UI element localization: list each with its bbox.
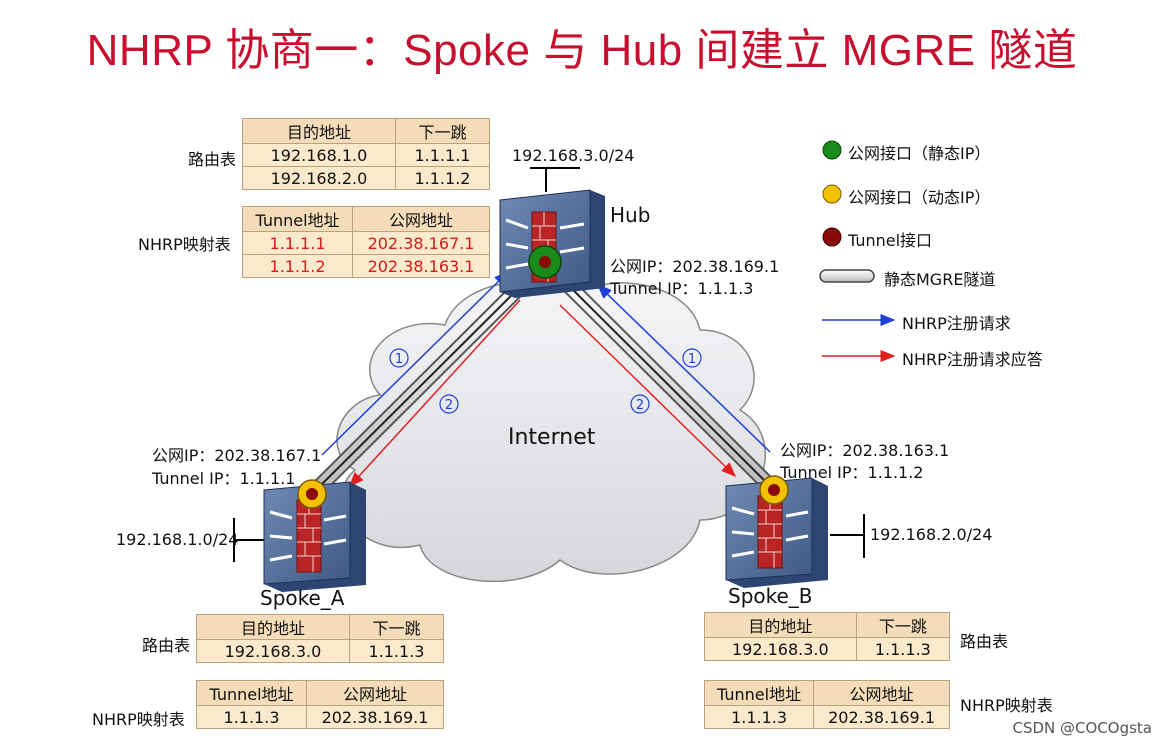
table-cell: 1.1.1.3 — [195, 705, 308, 729]
step-2-marker-b: 2 — [630, 394, 650, 414]
step-2-marker-a: 2 — [439, 394, 459, 414]
mgre-tunnel-hub-spoke-a — [304, 254, 553, 502]
table-header: 目的地址 — [704, 612, 857, 638]
table-header: Tunnel地址 — [703, 680, 815, 706]
spoke-b-subnet-label: 192.168.2.0/24 — [870, 525, 993, 544]
table-row: 1.1.1.3 202.38.169.1 — [195, 705, 444, 729]
mgre-tunnel-hub-spoke-b — [537, 254, 782, 498]
hub-nhrp-table-label: NHRP映射表 — [138, 235, 231, 254]
table-header: 目的地址 — [242, 118, 396, 144]
legend-tunnel-if-label: Tunnel接口 — [848, 231, 933, 250]
table-row: 1.1.1.2 202.38.163.1 — [241, 254, 490, 278]
watermark: CSDN @COCOgsta — [1012, 719, 1152, 737]
table-header: 目的地址 — [196, 614, 350, 640]
nhrp-reply-arrow-b — [559, 304, 737, 478]
table-cell: 202.38.167.1 — [352, 231, 490, 255]
page-title: NHRP 协商一：Spoke 与 Hub 间建立 MGRE 隧道 — [86, 26, 1078, 75]
table-cell: 202.38.169.1 — [306, 705, 444, 729]
internet-label: Internet — [508, 425, 596, 450]
hub-subnet-line — [530, 167, 580, 192]
spoke-b-dynamic-public-interface-icon — [759, 475, 789, 505]
spoke-b-subnet-line — [830, 514, 865, 558]
table-row: 192.168.3.0 1.1.1.3 — [704, 637, 951, 661]
hub-nhrp-table: Tunnel地址 公网地址 1.1.1.1 202.38.167.1 1.1.1… — [241, 206, 490, 278]
table-cell: 192.168.3.0 — [704, 637, 857, 661]
svg-text:1: 1 — [395, 352, 403, 367]
hub-subnet-label: 192.168.3.0/24 — [512, 146, 635, 165]
table-header: 公网地址 — [306, 680, 444, 706]
table-cell: 192.168.3.0 — [196, 639, 350, 663]
spoke-b-route-table: 目的地址 下一跳 192.168.3.0 1.1.1.3 — [704, 612, 951, 661]
table-header: Tunnel地址 — [195, 680, 308, 706]
table-cell: 1.1.1.2 — [394, 166, 491, 190]
spoke-b-public-ip-label: 公网IP：202.38.163.1 — [780, 441, 950, 460]
hub-static-public-interface-icon — [528, 245, 562, 279]
nhrp-reply-arrow-a — [348, 299, 521, 488]
spoke-a-nhrp-table-label: NHRP映射表 — [92, 710, 185, 729]
table-row: 192.168.3.0 1.1.1.3 — [196, 639, 445, 663]
spoke-a-route-table: 目的地址 下一跳 192.168.3.0 1.1.1.3 — [196, 614, 445, 663]
svg-text:2: 2 — [636, 398, 644, 413]
spoke-b-nhrp-table: Tunnel地址 公网地址 1.1.1.3 202.38.169.1 — [703, 680, 950, 729]
hub-tunnel-ip-label: Tunnel IP：1.1.1.3 — [610, 279, 754, 298]
spoke-a-subnet-label: 192.168.1.0/24 — [116, 530, 239, 549]
legend-mgre-tunnel-label: 静态MGRE隧道 — [884, 270, 996, 289]
spoke-a-route-table-label: 路由表 — [142, 636, 191, 655]
legend-request-label: NHRP注册请求 — [902, 314, 1011, 333]
table-row: 1.1.1.1 202.38.167.1 — [241, 231, 490, 255]
nhrp-request-arrow-a — [321, 270, 510, 456]
spoke-a-nhrp-table: Tunnel地址 公网地址 1.1.1.3 202.38.169.1 — [195, 680, 444, 729]
table-header: 公网地址 — [352, 206, 490, 232]
hub-route-table-label: 路由表 — [188, 150, 237, 169]
table-header: 下一跳 — [855, 612, 951, 638]
spoke-a-subnet-line — [233, 518, 266, 562]
legend-reply-label: NHRP注册请求应答 — [902, 350, 1043, 369]
legend-mgre-tunnel-icon — [819, 269, 875, 283]
table-header: 下一跳 — [348, 614, 445, 640]
spoke-b-nhrp-table-label: NHRP映射表 — [960, 696, 1053, 715]
table-cell: 202.38.169.1 — [813, 705, 950, 729]
spoke-b-firewall-icon — [725, 477, 828, 588]
table-cell: 192.168.1.0 — [242, 143, 396, 167]
legend-tunnel-if-icon — [822, 227, 842, 247]
nhrp-request-arrow-b — [596, 283, 771, 453]
hub-firewall-icon — [499, 189, 605, 298]
step-1-marker-a: 1 — [389, 348, 409, 368]
table-cell: 192.168.2.0 — [242, 166, 396, 190]
spoke-a-tunnel-ip-label: Tunnel IP：1.1.1.1 — [152, 469, 296, 488]
table-cell: 1.1.1.1 — [241, 231, 354, 255]
svg-text:2: 2 — [445, 398, 453, 413]
spoke-a-dynamic-public-interface-icon — [297, 479, 327, 509]
table-row: 192.168.1.0 1.1.1.1 — [242, 143, 491, 167]
legend-static-ip-icon — [822, 140, 842, 160]
spoke-b-tunnel-ip-label: Tunnel IP：1.1.1.2 — [780, 463, 924, 482]
table-cell: 1.1.1.3 — [855, 637, 951, 661]
legend-static-ip-label: 公网接口（静态IP） — [848, 144, 991, 163]
legend-dynamic-ip-icon — [822, 184, 842, 204]
spoke-b-route-table-label: 路由表 — [960, 632, 1009, 651]
table-cell: 1.1.1.3 — [703, 705, 815, 729]
spoke-a-name-label: Spoke_A — [260, 586, 345, 610]
table-cell: 202.38.163.1 — [352, 254, 490, 278]
step-1-marker-b: 1 — [682, 348, 702, 368]
table-header: 下一跳 — [394, 118, 491, 144]
svg-text:1: 1 — [688, 352, 696, 367]
table-header: 公网地址 — [813, 680, 950, 706]
table-row: 1.1.1.3 202.38.169.1 — [703, 705, 950, 729]
hub-public-ip-label: 公网IP：202.38.169.1 — [610, 257, 780, 276]
hub-name-label: Hub — [610, 203, 651, 227]
spoke-b-name-label: Spoke_B — [728, 584, 813, 608]
legend-dynamic-ip-label: 公网接口（动态IP） — [848, 188, 991, 207]
spoke-a-public-ip-label: 公网IP：202.38.167.1 — [152, 446, 322, 465]
table-row: 192.168.2.0 1.1.1.2 — [242, 166, 491, 190]
table-cell: 1.1.1.1 — [394, 143, 491, 167]
hub-route-table: 目的地址 下一跳 192.168.1.0 1.1.1.1 192.168.2.0… — [242, 118, 491, 190]
table-header: Tunnel地址 — [241, 206, 354, 232]
table-cell: 1.1.1.3 — [348, 639, 445, 663]
table-cell: 1.1.1.2 — [241, 254, 354, 278]
